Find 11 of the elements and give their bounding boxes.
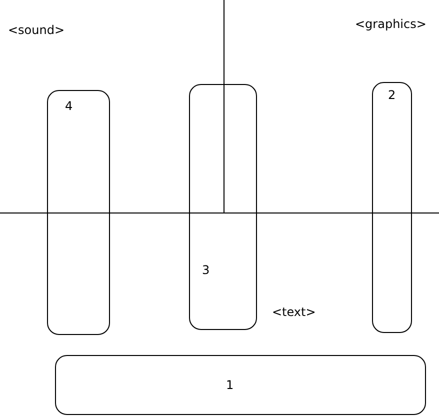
category-label: <graphics>: [355, 17, 426, 31]
rounded-box: [47, 90, 110, 335]
box-number: 2: [388, 88, 396, 102]
rounded-box: [189, 84, 257, 330]
box-number: 4: [65, 99, 73, 113]
rounded-box: [372, 82, 412, 333]
box-number: 1: [226, 378, 234, 392]
category-label: <text>: [272, 305, 316, 319]
box-number: 3: [202, 263, 210, 277]
category-label: <sound>: [8, 23, 65, 37]
rounded-box: [55, 355, 426, 415]
